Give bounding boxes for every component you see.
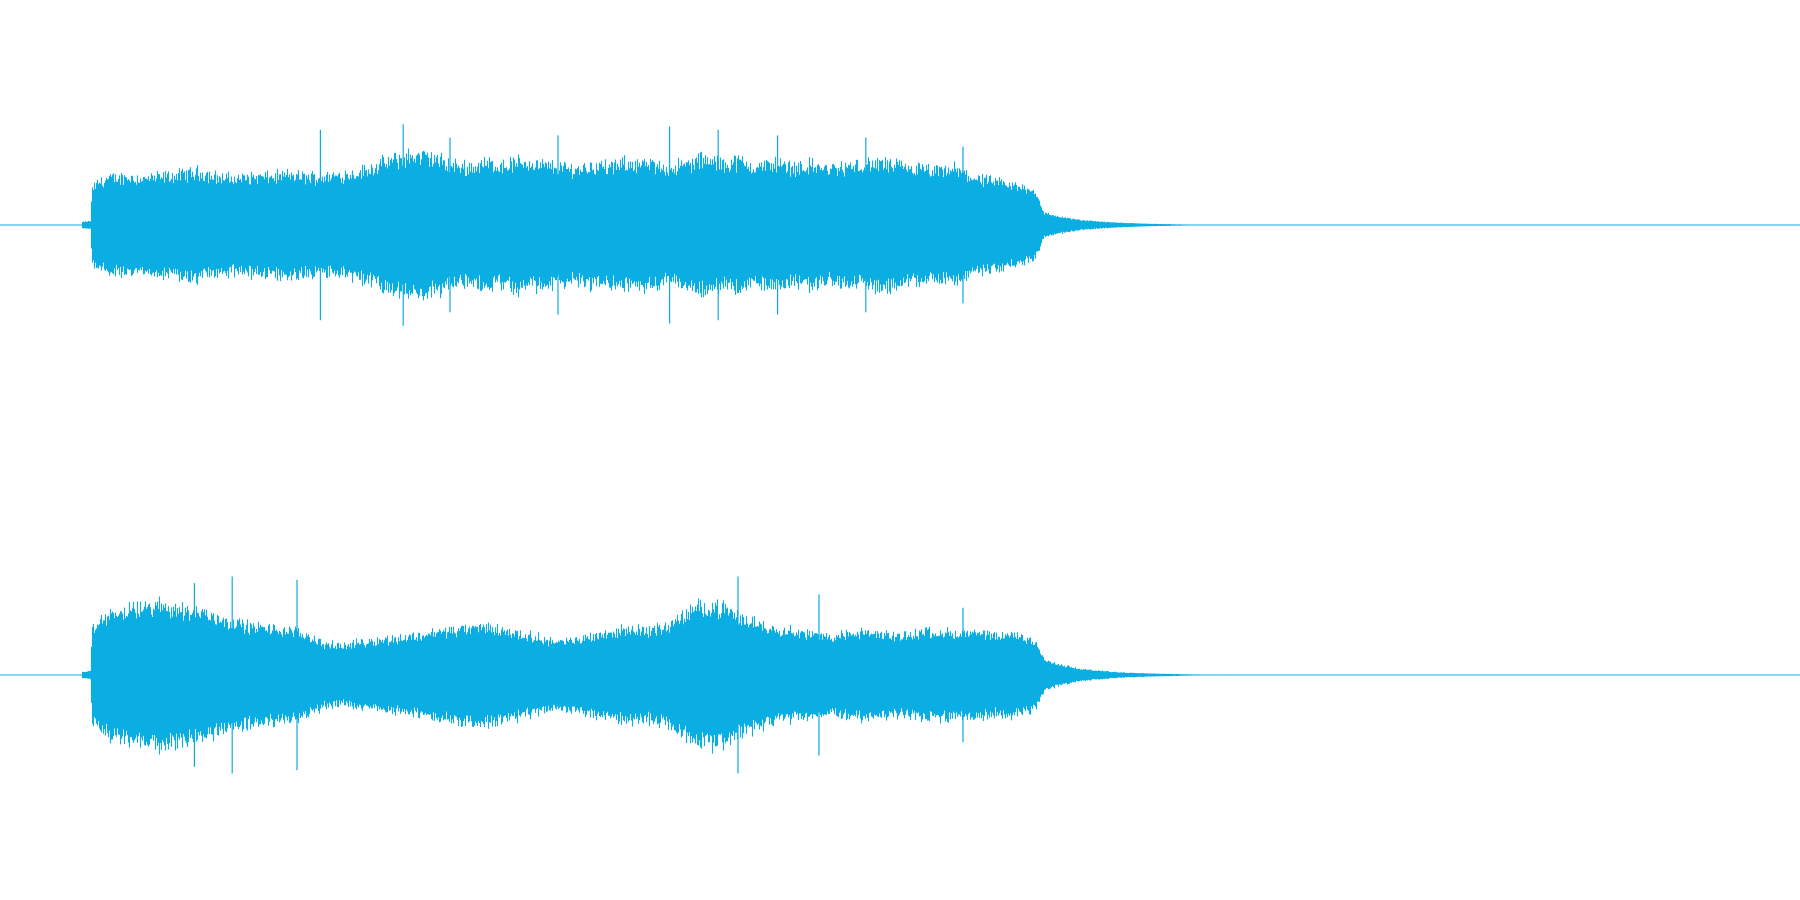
channel-right-samples [81, 596, 1243, 755]
channel-left-track [0, 124, 1800, 326]
channel-right-track [0, 576, 1800, 774]
channel-left-samples [81, 148, 1225, 301]
